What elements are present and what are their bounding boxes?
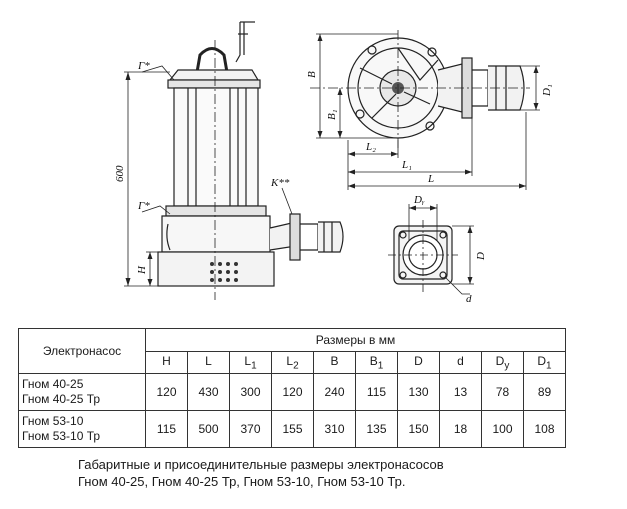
column-header-h: H — [145, 350, 188, 374]
value-cell: 120 — [271, 373, 314, 411]
label-dy: Dᵧ — [413, 194, 425, 206]
value-cell: 108 — [523, 410, 566, 448]
value-cell: 370 — [229, 410, 272, 448]
pump-side-view — [124, 21, 344, 300]
label-l2: L₂ — [365, 141, 376, 153]
value-cell: 115 — [145, 410, 188, 448]
value-cell: 100 — [481, 410, 524, 448]
value-cell: 150 — [397, 410, 440, 448]
label-height-600: 600 — [114, 165, 126, 182]
column-header-b1: B1 — [355, 350, 398, 374]
dimensions-header: Размеры в мм — [145, 328, 566, 352]
column-header-small-d: d — [439, 350, 482, 374]
value-cell: 155 — [271, 410, 314, 448]
label-gamma-top: Г* — [137, 60, 150, 72]
technical-drawing: Г* Г* K** 600 H B B₁ D₁ L₂ L₁ L Dᵧ D d — [114, 21, 553, 305]
value-cell: 500 — [187, 410, 230, 448]
label-b: B — [306, 71, 318, 78]
label-l: L — [427, 173, 434, 185]
dimensions-table: Электронасос Размеры в мм H L L1 L2 B B1… — [18, 328, 566, 448]
label-small-d: d — [466, 293, 472, 305]
column-header-l: L — [187, 350, 230, 374]
label-d1: D₁ — [541, 84, 553, 97]
column-header-d: D — [397, 350, 440, 374]
column-header-d1: D1 — [523, 350, 566, 374]
column-header-b: B — [313, 350, 356, 374]
label-gamma-bottom: Г* — [137, 200, 150, 212]
value-cell: 135 — [355, 410, 398, 448]
label-d: D — [475, 252, 487, 261]
label-h: H — [136, 265, 148, 275]
label-b1: B₁ — [326, 109, 338, 120]
value-cell: 13 — [439, 373, 482, 411]
label-l1: L₁ — [401, 159, 412, 171]
pump-top-view — [310, 30, 540, 190]
value-cell: 18 — [439, 410, 482, 448]
figure-caption: Габаритные и присоединительные размеры э… — [78, 457, 444, 489]
column-header-l1: L1 — [229, 350, 272, 374]
flange-view — [388, 204, 474, 295]
value-cell: 120 — [145, 373, 188, 411]
model-header: Электронасос — [18, 328, 146, 374]
column-header-dy: Dy — [481, 350, 524, 374]
value-cell: 89 — [523, 373, 566, 411]
value-cell: 78 — [481, 373, 524, 411]
value-cell: 240 — [313, 373, 356, 411]
value-cell: 130 — [397, 373, 440, 411]
column-header-l2: L2 — [271, 350, 314, 374]
value-cell: 115 — [355, 373, 398, 411]
value-cell: 310 — [313, 410, 356, 448]
label-k-note: K** — [270, 177, 290, 189]
value-cell: 430 — [187, 373, 230, 411]
value-cell: 300 — [229, 373, 272, 411]
